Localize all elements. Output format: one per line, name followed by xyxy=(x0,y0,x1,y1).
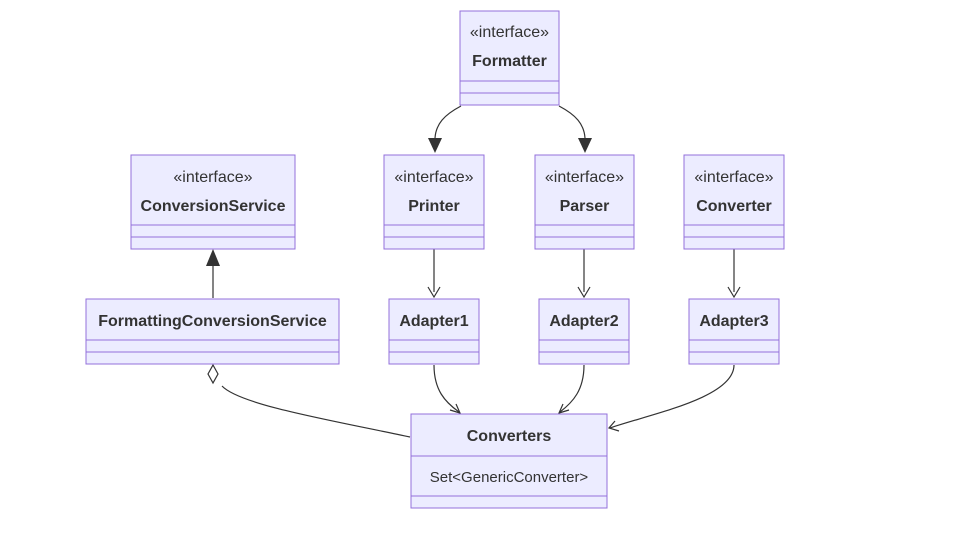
edge-converters-fcs xyxy=(207,363,411,438)
aggregation-diamond xyxy=(207,363,219,385)
class-name-parser: Parser xyxy=(560,198,610,215)
class-printer: «interface» Printer xyxy=(383,154,485,250)
class-converters: Converters Set<GenericConverter> xyxy=(410,413,608,509)
class-name-adapter1: Adapter1 xyxy=(399,313,468,330)
relations xyxy=(206,105,741,438)
arrowhead-adapter3 xyxy=(727,286,741,299)
class-name-adapter2: Adapter2 xyxy=(549,313,618,330)
class-name-printer: Printer xyxy=(408,198,460,215)
edge-adapter1-converters xyxy=(433,364,462,414)
arrowhead-converters-3 xyxy=(607,420,620,432)
class-adapter2: Adapter2 xyxy=(538,298,630,365)
stereotype-label: «interface» xyxy=(470,24,549,41)
edge-adapter2-converters xyxy=(557,364,585,414)
edge-fcs-conversion-service xyxy=(206,249,220,298)
class-name-formatter: Formatter xyxy=(472,53,547,70)
arrowhead-adapter2 xyxy=(577,286,591,299)
class-name-converter: Converter xyxy=(696,198,772,215)
stereotype-label: «interface» xyxy=(394,169,473,186)
arrowhead-inheritance xyxy=(206,249,220,266)
class-name-formatting-conversion-service: FormattingConversionService xyxy=(98,313,327,330)
class-formatting-conversion-service: FormattingConversionService xyxy=(85,298,340,365)
arrowhead-printer xyxy=(428,138,442,153)
arrowhead-adapter1 xyxy=(427,286,441,299)
class-parser: «interface» Parser xyxy=(534,154,635,250)
class-member-converters-set: Set<GenericConverter> xyxy=(430,469,589,486)
arrowhead-converters-2 xyxy=(557,403,570,414)
class-name-conversion-service: ConversionService xyxy=(141,198,286,215)
stereotype-label: «interface» xyxy=(173,169,252,186)
edge-printer-adapter1 xyxy=(427,249,441,299)
class-adapter1: Adapter1 xyxy=(388,298,480,365)
class-converter: «interface» Converter xyxy=(683,154,785,250)
class-formatter: «interface» Formatter xyxy=(459,10,560,106)
class-name-adapter3: Adapter3 xyxy=(699,313,768,330)
edge-formatter-parser xyxy=(558,105,592,153)
class-name-converters: Converters xyxy=(467,428,552,445)
edge-formatter-printer xyxy=(428,105,462,153)
arrowhead-parser xyxy=(578,138,592,153)
edge-parser-adapter2 xyxy=(577,249,591,299)
class-conversion-service: «interface» ConversionService xyxy=(130,154,296,250)
edge-converter-adapter3 xyxy=(727,249,741,299)
stereotype-label: «interface» xyxy=(545,169,624,186)
arrowhead-converters-1 xyxy=(449,403,462,414)
class-adapter3: Adapter3 xyxy=(688,298,780,365)
edge-adapter3-converters xyxy=(607,364,735,432)
stereotype-label: «interface» xyxy=(694,169,773,186)
